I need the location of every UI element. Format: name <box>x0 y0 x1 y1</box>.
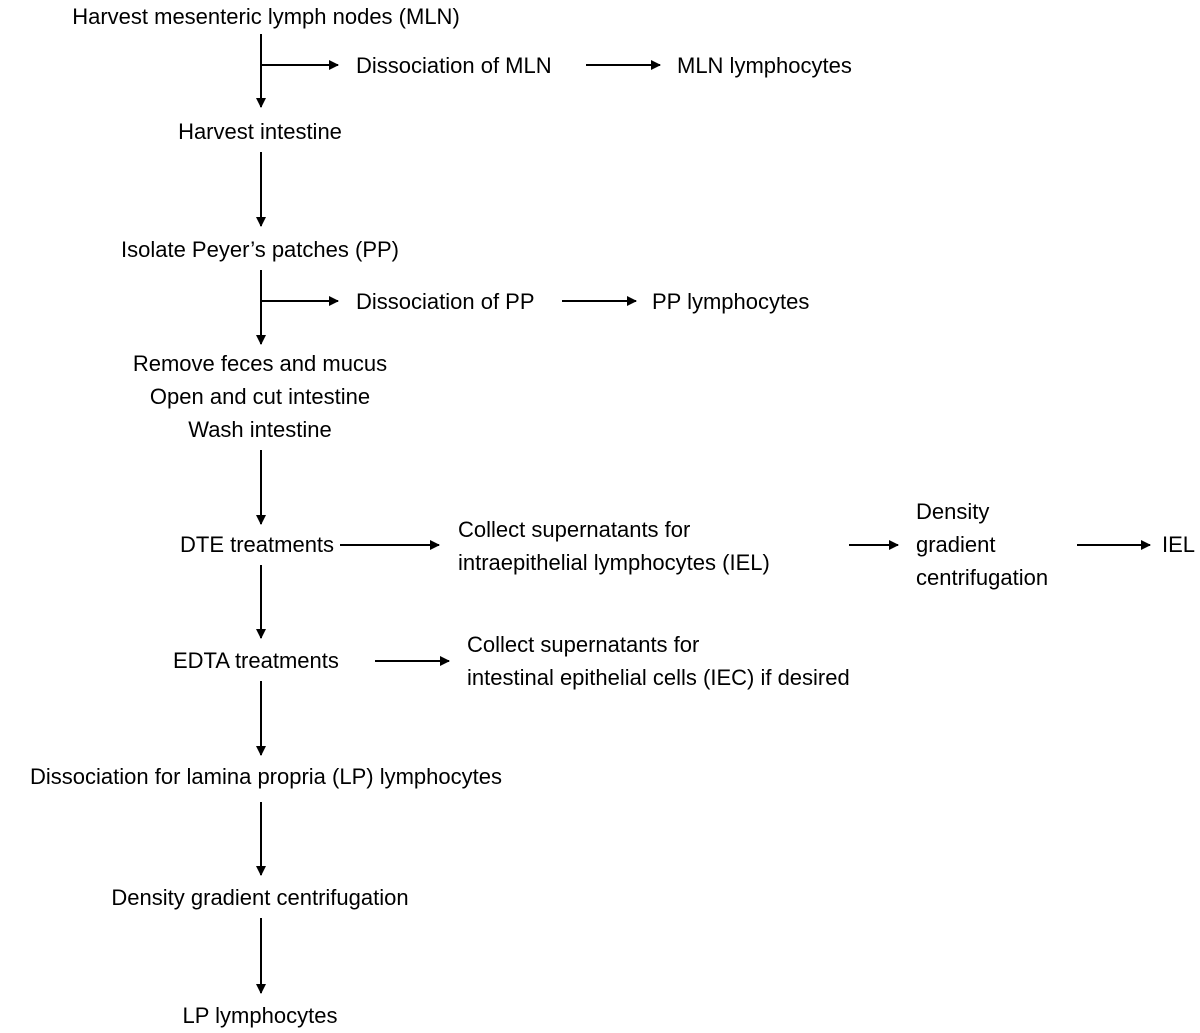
step-collect-iec-2: intestinal epithelial cells (IEC) if des… <box>467 665 850 690</box>
step-remove-feces: Remove feces and mucus <box>132 351 388 376</box>
step-edta: EDTA treatments <box>173 648 339 673</box>
step-dte: DTE treatments <box>180 532 335 557</box>
step-density-iel-1: Density <box>916 499 990 524</box>
step-density-iel-2: gradient <box>916 532 996 557</box>
step-dissociation-pp: Dissociation of PP <box>356 289 535 314</box>
step-isolate-pp: Isolate Peyer’s patches (PP) <box>121 237 399 262</box>
step-pp-lymphocytes: PP lymphocytes <box>652 289 810 314</box>
step-collect-iel-1: Collect supernatants for <box>458 517 691 542</box>
step-harvest-intestine: Harvest intestine <box>178 119 342 144</box>
step-harvest-mln: Harvest mesenteric lymph nodes (MLN) <box>72 4 460 29</box>
step-mln-lymphocytes: MLN lymphocytes <box>677 53 852 78</box>
step-collect-iec-1: Collect supernatants for <box>467 632 700 657</box>
step-density-iel-3: centrifugation <box>916 565 1049 590</box>
step-wash: Wash intestine <box>188 417 332 442</box>
step-iel: IEL <box>1162 532 1196 557</box>
step-lp-lymphocytes: LP lymphocytes <box>182 1003 338 1028</box>
step-open-cut: Open and cut intestine <box>149 384 371 409</box>
step-density-lp: Density gradient centrifugation <box>111 885 409 910</box>
step-dissociation-lp: Dissociation for lamina propria (LP) lym… <box>30 764 502 789</box>
step-collect-iel-2: intraepithelial lymphocytes (IEL) <box>458 550 770 575</box>
step-dissociation-mln: Dissociation of MLN <box>356 53 552 78</box>
